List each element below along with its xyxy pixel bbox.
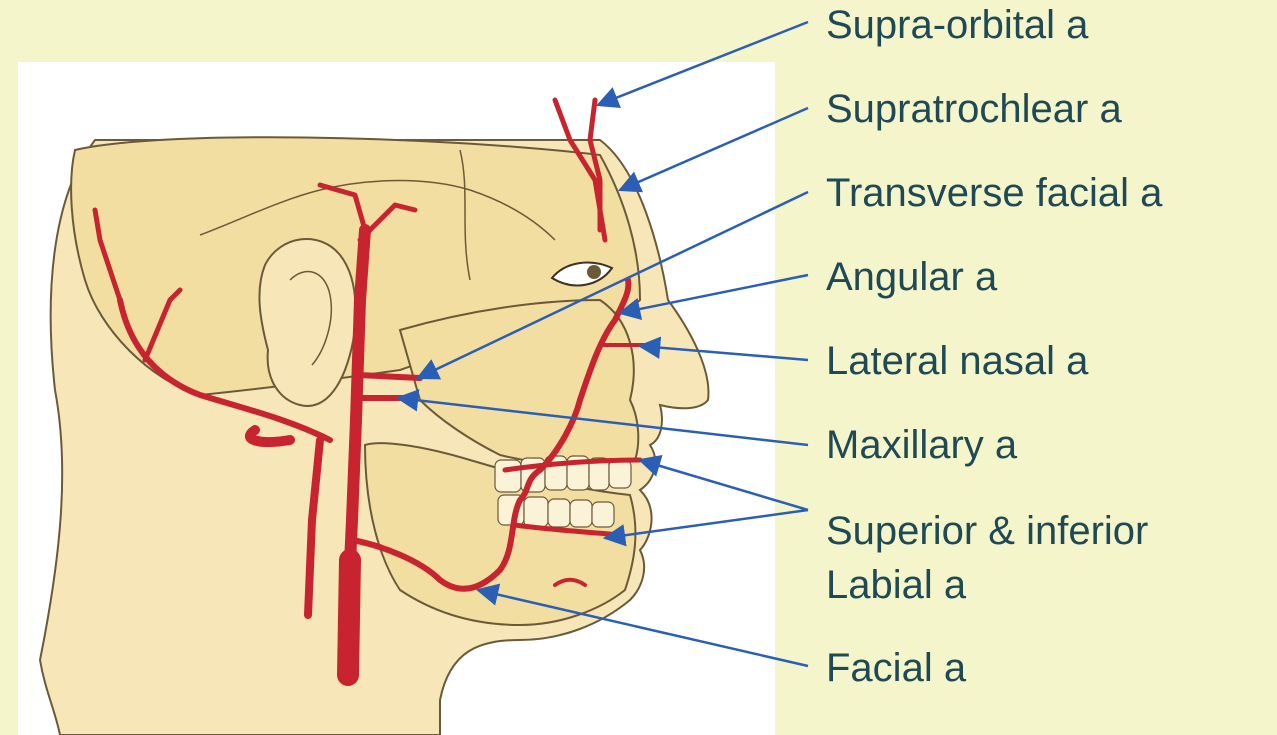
label-transverse-facial: Transverse facial a bbox=[826, 170, 1162, 216]
label-labial-line2: Labial a bbox=[826, 562, 966, 608]
common-carotid-artery bbox=[348, 560, 350, 675]
label-supra-orbital: Supra-orbital a bbox=[826, 2, 1088, 48]
label-lateral-nasal: Lateral nasal a bbox=[826, 338, 1088, 384]
label-supratrochlear: Supratrochlear a bbox=[826, 86, 1122, 132]
label-labial-line1: Superior & inferior bbox=[826, 508, 1148, 554]
iris bbox=[587, 265, 601, 279]
transverse-facial-artery bbox=[358, 375, 420, 378]
label-maxillary: Maxillary a bbox=[826, 422, 1017, 468]
label-facial: Facial a bbox=[826, 645, 966, 691]
label-angular: Angular a bbox=[826, 254, 997, 300]
